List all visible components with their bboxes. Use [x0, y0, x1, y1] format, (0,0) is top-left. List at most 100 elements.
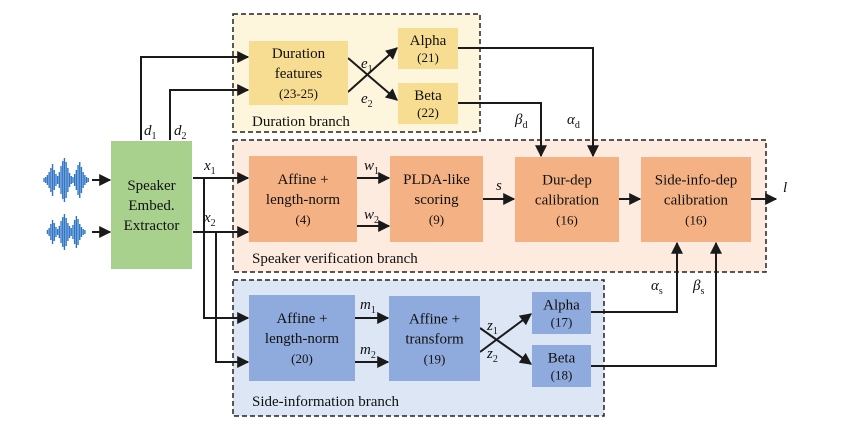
waveform-icon: [46, 214, 86, 250]
signal-symbols: d1 d2 e1 e2 x1 x2 w1 w2 s l βd αd αs βs …: [144, 56, 787, 365]
block-label-line: PLDA-like: [403, 172, 470, 188]
block-label-line: Beta: [414, 88, 442, 104]
duration-beta-block: Beta(22): [398, 83, 458, 124]
symbol-base: z: [486, 346, 493, 362]
symbol-e2: e2: [361, 91, 373, 110]
symbol-alpha-d: αd: [567, 112, 580, 131]
block-shape: [111, 141, 192, 269]
symbol-base: e: [361, 91, 368, 107]
duration-branch-label: Duration branch: [252, 114, 350, 130]
block-label-line: Alpha: [543, 298, 580, 314]
symbol-base: d: [144, 123, 152, 139]
block-shape: [532, 292, 591, 334]
side-info-dependent-calibration-block: Side-info-dep calibration (16): [641, 157, 751, 242]
side-info-affine-transform-block: Affine + transform (19): [389, 296, 480, 381]
symbol-subscript: 2: [371, 350, 376, 361]
block-label-line: (16): [685, 213, 707, 228]
side-info-alpha-block: Alpha(17): [532, 292, 591, 334]
symbol-subscript: 1: [493, 326, 498, 337]
symbol-base: z: [486, 318, 493, 334]
symbol-beta-d: βd: [514, 112, 527, 131]
duration-alpha-block: Alpha(21): [398, 28, 458, 69]
block-label-line: (20): [291, 351, 313, 366]
plda-like-scoring-block: PLDA-like scoring (9): [390, 156, 483, 242]
waveform-icon: [43, 158, 89, 202]
block-label-line: calibration: [535, 193, 600, 209]
block-shape: [515, 157, 619, 242]
symbol-base: l: [783, 180, 787, 196]
symbol-base: α: [567, 112, 576, 128]
symbol-l: l: [783, 180, 787, 196]
block-label-line: Alpha: [410, 33, 447, 49]
symbol-subscript: s: [659, 286, 663, 297]
block-label-line: Duration: [272, 46, 326, 62]
symbol-subscript: 2: [493, 354, 498, 365]
block-shape: [398, 83, 458, 124]
verification-branch-label: Speaker verification branch: [252, 251, 418, 267]
symbol-subscript: 2: [182, 131, 187, 142]
block-label-line: scoring: [414, 192, 459, 208]
symbol-base: s: [496, 178, 502, 194]
side-information-branch-label: Side-information branch: [252, 394, 400, 410]
block-label-line: (21): [417, 50, 439, 65]
block-shape: [249, 41, 348, 105]
symbol-x2: x2: [203, 210, 216, 229]
block-label-line: Speaker: [127, 178, 175, 194]
symbol-subscript: 1: [371, 305, 376, 316]
symbol-base: α: [651, 278, 660, 294]
symbol-d2: d2: [174, 123, 187, 142]
block-label-line: (22): [417, 105, 439, 120]
symbol-d1: d1: [144, 123, 157, 142]
block-label-line: Dur-dep: [542, 173, 592, 189]
block-shape: [641, 157, 751, 242]
symbol-z2: z2: [486, 346, 498, 365]
symbol-subscript: 2: [368, 99, 373, 110]
symbol-base: β: [692, 278, 701, 294]
symbol-base: x: [203, 210, 211, 226]
symbol-subscript: d: [575, 120, 580, 131]
block-label-line: transform: [405, 332, 464, 348]
block-label-line: (9): [429, 212, 444, 227]
symbol-subscript: 1: [374, 166, 379, 177]
block-shape: [249, 156, 357, 242]
block-label-line: Affine +: [409, 312, 460, 328]
symbol-m1: m1: [360, 297, 376, 316]
block-label-line: length-norm: [266, 192, 340, 208]
symbol-alpha-s: αs: [651, 278, 663, 297]
block-label-line: Side-info-dep: [655, 173, 737, 189]
block-label-line: length-norm: [265, 331, 339, 347]
block-label-line: (23-25): [279, 86, 318, 101]
symbol-e1: e1: [361, 56, 373, 75]
symbol-w1: w1: [364, 158, 379, 177]
symbol-subscript: 2: [211, 218, 216, 229]
symbol-z1: z1: [486, 318, 498, 337]
symbol-subscript: 2: [374, 215, 379, 226]
side-info-affine-length-norm-block: Affine + length-norm (20): [249, 295, 355, 381]
symbol-x1: x1: [203, 158, 216, 177]
symbol-beta-s: βs: [692, 278, 704, 297]
block-label-line: Affine +: [277, 172, 328, 188]
symbol-subscript: 1: [368, 64, 373, 75]
block-shape: [389, 296, 480, 381]
symbol-base: m: [360, 342, 371, 358]
block-label-line: calibration: [664, 193, 729, 209]
duration-dependent-calibration-block: Dur-dep calibration (16): [515, 157, 619, 242]
sv-affine-length-norm-block: Affine +length-norm(4): [249, 156, 357, 242]
symbol-subscript: 1: [152, 131, 157, 142]
symbol-base: w: [364, 158, 374, 174]
block-label-line: Affine +: [276, 311, 327, 327]
block-shape: [532, 345, 591, 387]
symbol-base: β: [514, 112, 523, 128]
block-label-line: Beta: [548, 351, 576, 367]
block-label-line: features: [275, 66, 323, 82]
block-label-line: (18): [551, 368, 573, 383]
duration-features-block: Duration features (23-25): [249, 41, 348, 105]
symbol-base: m: [360, 297, 371, 313]
block-label-line: (16): [556, 213, 578, 228]
symbol-s: s: [496, 178, 502, 194]
symbol-subscript: 1: [211, 166, 216, 177]
side-info-beta-block: Beta(18): [532, 345, 591, 387]
block-label-line: (19): [424, 352, 446, 367]
